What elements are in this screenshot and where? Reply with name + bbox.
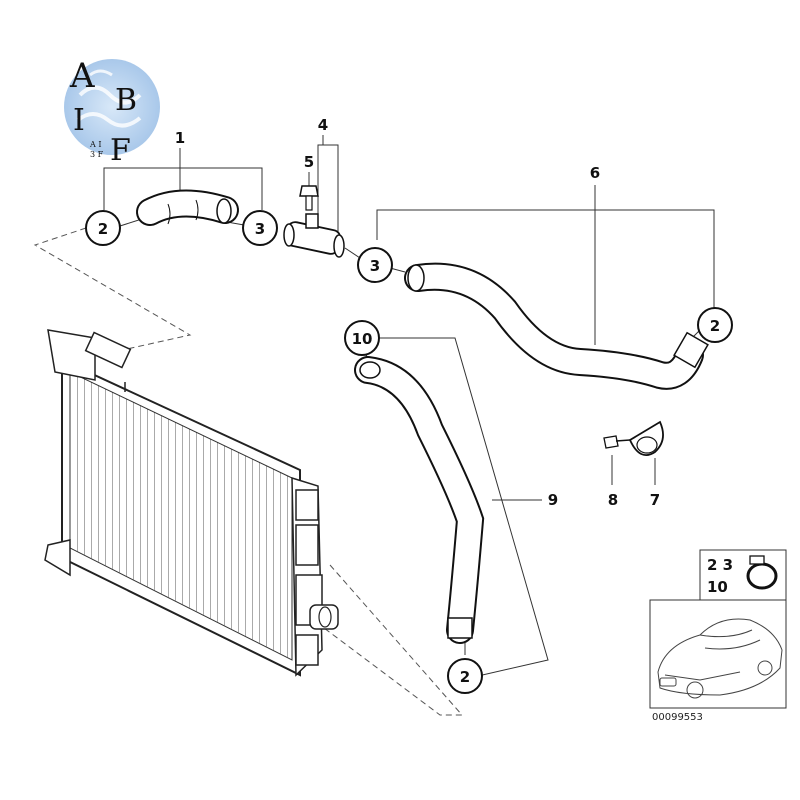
clamp-callout-2-bottom: 2 [447, 658, 483, 694]
bolt-part-8 [603, 435, 631, 449]
diagram-code: 00099553 [652, 712, 703, 723]
logo-letter-i: I [73, 103, 85, 138]
brand-logo: A B I F A I 3 F [64, 56, 160, 168]
clamp-label: 2 [460, 668, 470, 686]
logo-letter-a: A [69, 56, 95, 96]
clamp-label: 2 [710, 317, 720, 335]
clamp-callout-3-mid: 3 [357, 247, 393, 283]
bracket-part-7 [628, 420, 664, 456]
clamp-callout-10: 10 [344, 320, 380, 356]
clamp-label: 3 [370, 257, 380, 275]
car-icon [657, 618, 783, 699]
part-label-7: 7 [650, 491, 660, 509]
part-label-4: 4 [318, 116, 328, 134]
inset-panel: 2 3 10 00099553 [649, 549, 787, 723]
hose-part-9 [354, 356, 485, 644]
radiator [44, 329, 339, 677]
part-label-1: 1 [175, 129, 185, 147]
inset-clamp-numbers-1: 2 3 [707, 556, 733, 574]
part-label-9: 9 [548, 491, 558, 509]
logo-letter-b: B [115, 83, 137, 118]
clamp-icon [746, 555, 778, 590]
clamp-callout-3-left: 3 [242, 210, 278, 246]
clamp-label: 3 [255, 220, 265, 238]
inset-clamp-numbers-2: 10 [707, 578, 728, 596]
connector-part-4 [283, 213, 345, 258]
clamp-callout-2-right: 2 [697, 307, 733, 343]
bolt-part-5 [299, 185, 319, 211]
hose-part-1 [136, 189, 239, 226]
clamp-label: 2 [98, 220, 108, 238]
part-label-5: 5 [304, 153, 314, 171]
clamp-label: 10 [352, 330, 373, 348]
clamp-callout-2-left: 2 [85, 210, 121, 246]
logo-letter-f: F [110, 133, 131, 168]
logo-small-line-1: A I [89, 140, 101, 149]
hose-part-6 [404, 262, 709, 390]
logo-small-line-2: 3 F [90, 150, 104, 159]
part-label-6: 6 [590, 164, 600, 182]
dashed-guide-lines [33, 227, 464, 716]
part-label-8: 8 [608, 491, 618, 509]
